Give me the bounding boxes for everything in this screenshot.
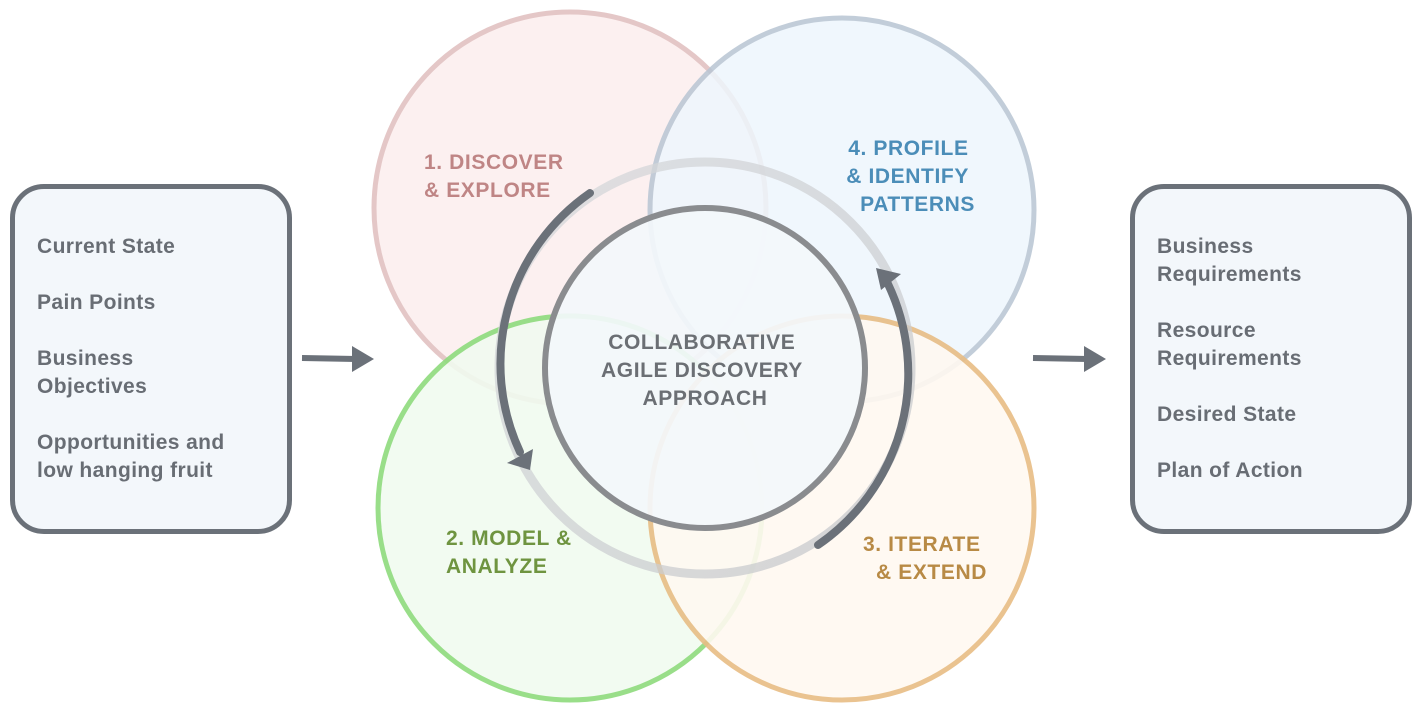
output-item-plan-of-action: Plan of Action [1157,459,1303,482]
cycle-arrow-left-head-icon [507,449,533,470]
cycle-arrow-right-icon [814,280,913,549]
input-item-opportunities: Opportunities and low hanging fruit [37,431,225,482]
output-item-resource-requirements: Resource Requirements [1157,319,1302,370]
output-item-desired-state: Desired State [1157,403,1297,426]
input-item-pain-points: Pain Points [37,291,156,314]
outputs-box: Business Requirements Resource Requireme… [1130,184,1412,534]
output-arrow-icon [1032,346,1106,372]
discover-label: 1. DISCOVER & EXPLORE [424,151,570,202]
center-circle [542,205,868,531]
cycle-arrow-left-icon [496,189,594,456]
cycle-arrow-right-head-icon [876,268,901,290]
input-arrow-icon [301,346,374,372]
model-label: 2. MODEL & ANALYZE [446,527,578,578]
inputs-box: Current State Pain Points Business Objec… [10,184,292,534]
input-item-business-objectives: Business Objectives [37,347,148,398]
output-item-business-requirements: Business Requirements [1157,235,1302,286]
input-item-current-state: Current State [37,235,176,258]
profile-label: 4. PROFILE & IDENTIFY PATTERNS [846,137,975,216]
iterate-label: 3. ITERATE & EXTEND [863,533,987,584]
center-label: COLLABORATIVE AGILE DISCOVERY APPROACH [601,331,809,410]
